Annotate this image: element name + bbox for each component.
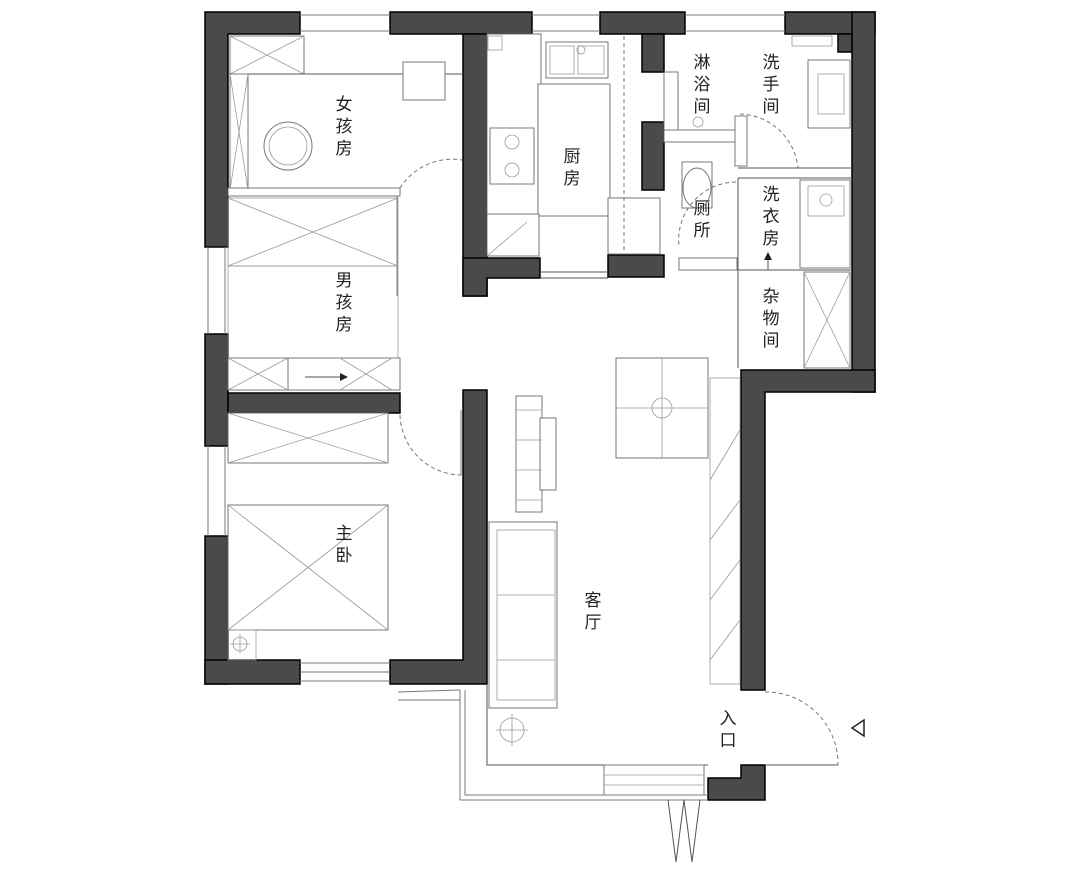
girls-room-furniture — [227, 35, 463, 296]
master-bedroom-furniture — [227, 412, 389, 661]
shower-room-label: 淋浴间 — [693, 53, 711, 117]
windows — [207, 14, 785, 682]
living-room-furniture — [397, 357, 865, 863]
boys-room-furniture — [227, 197, 463, 476]
bathroom-fixtures — [663, 35, 852, 369]
laundry-room-label: 洗衣房 — [762, 185, 780, 249]
storage-room-label: 杂物间 — [762, 287, 780, 351]
walls — [204, 11, 876, 801]
boys-room-label: 男孩房 — [335, 271, 353, 335]
washroom-label: 洗手间 — [762, 53, 780, 117]
girls-room-label: 女孩房 — [335, 95, 353, 159]
entrance-label: 入口 — [719, 709, 737, 751]
living-room-label: 客厅 — [584, 591, 602, 633]
toilet-label: 厕所 — [693, 199, 711, 241]
kitchen-furniture — [486, 33, 661, 279]
master-bedroom-label: 主卧 — [335, 524, 353, 566]
kitchen-label: 厨房 — [563, 147, 581, 189]
stair-arrow-icon — [340, 373, 348, 381]
entrance-arrow-icon — [850, 718, 865, 738]
laundry-arrow-icon — [764, 252, 772, 260]
